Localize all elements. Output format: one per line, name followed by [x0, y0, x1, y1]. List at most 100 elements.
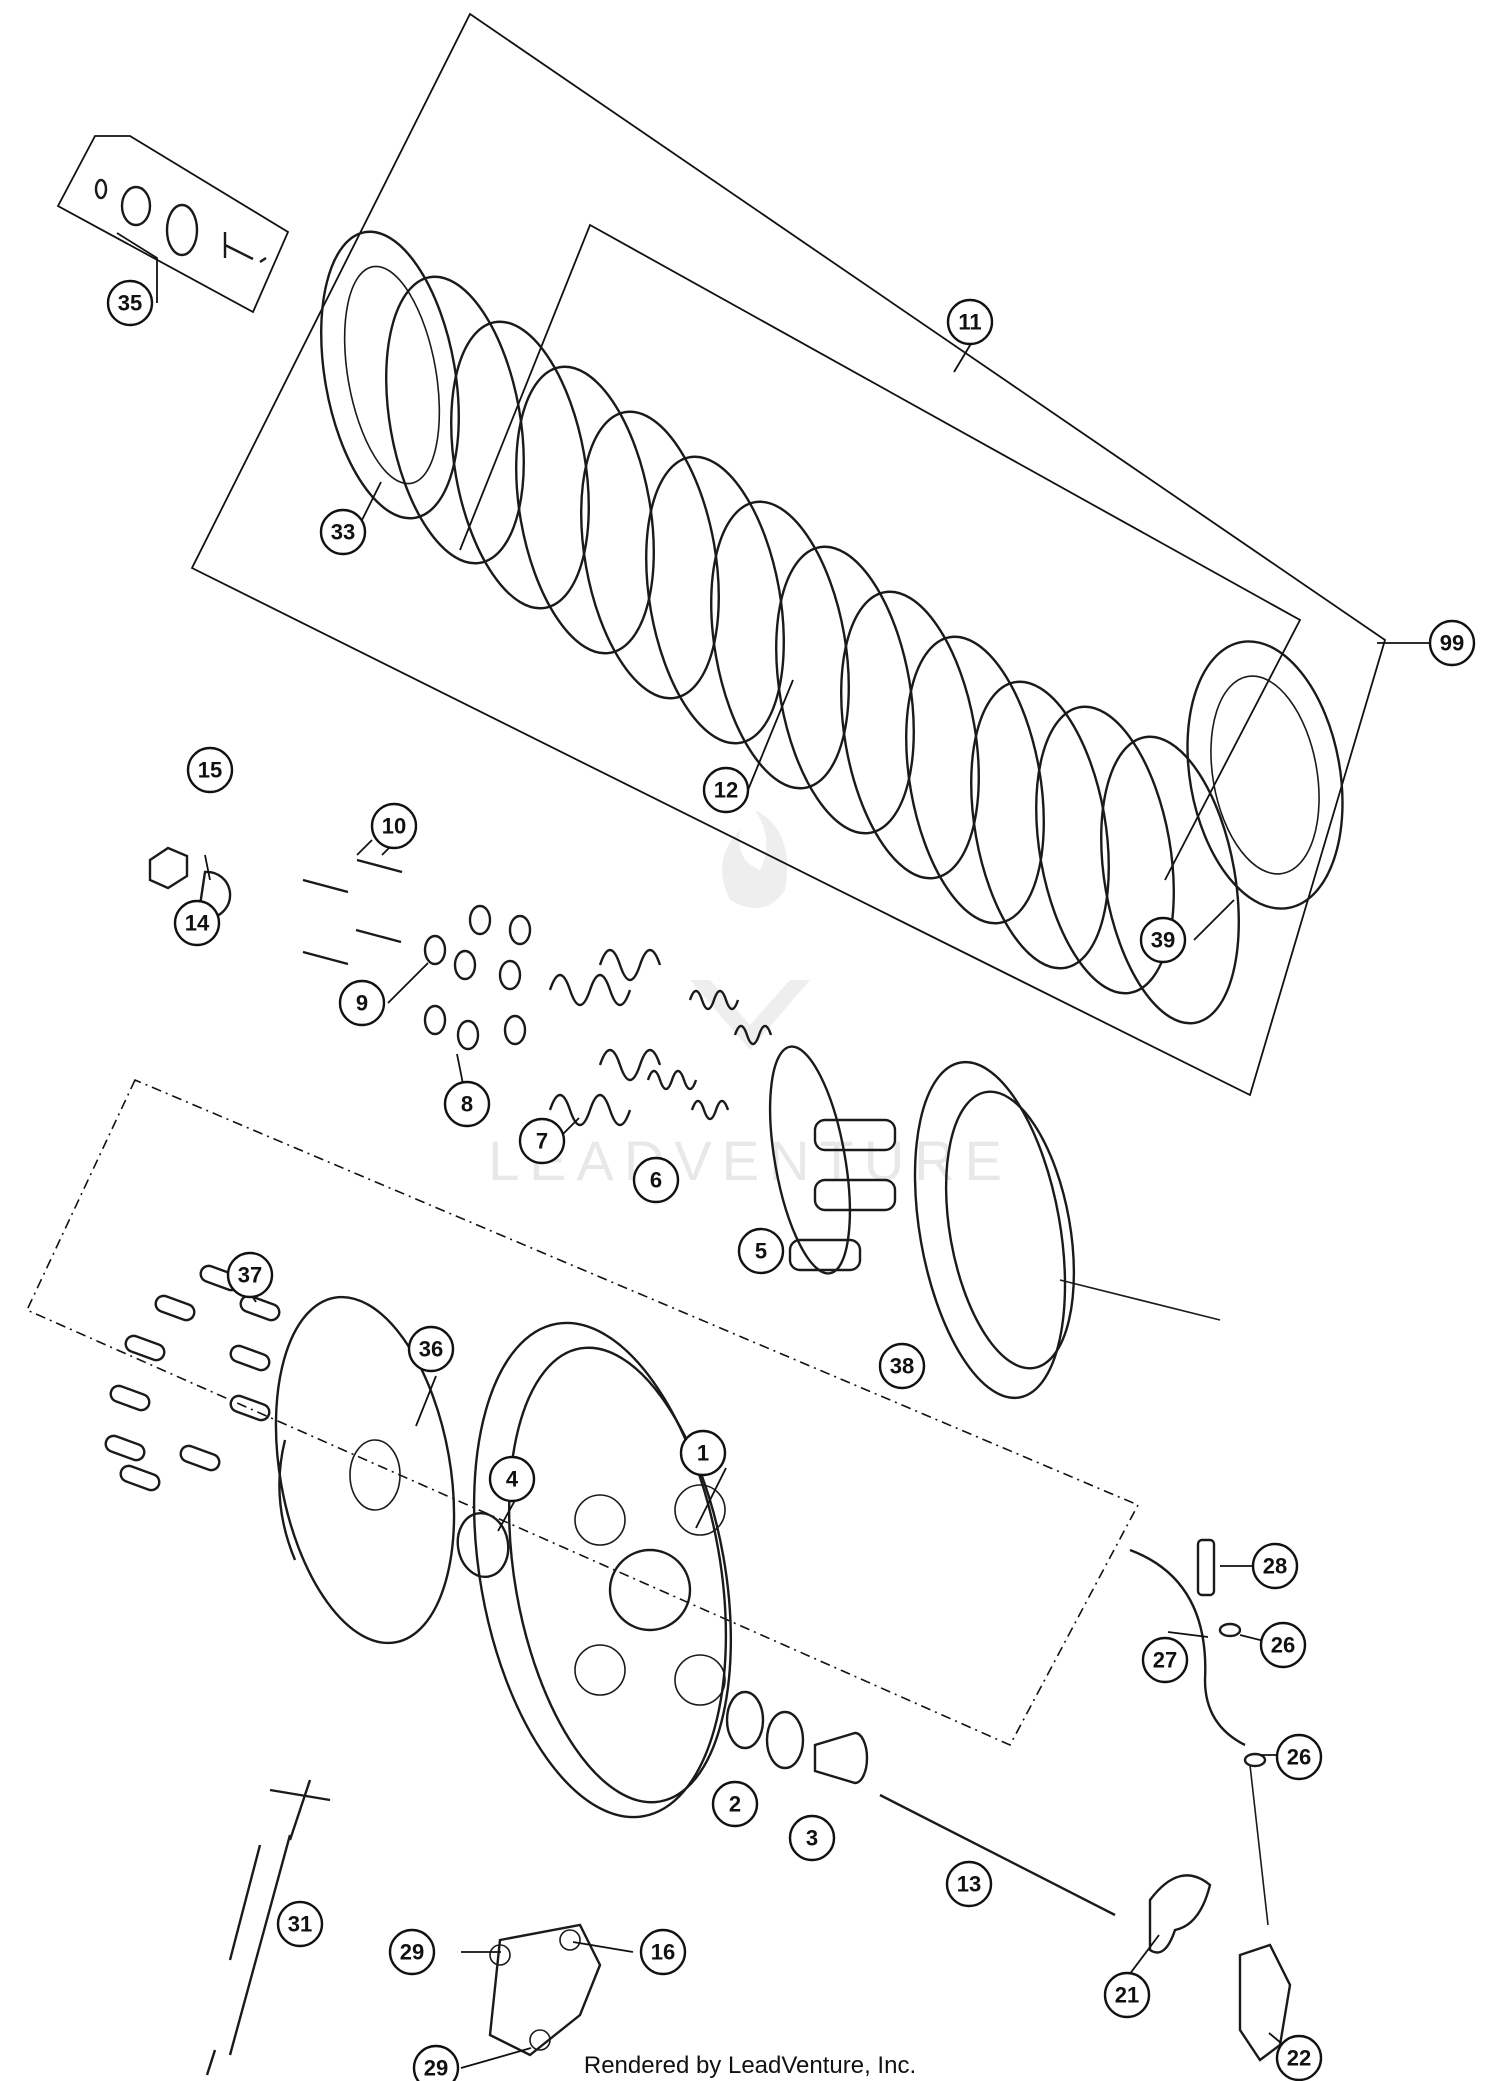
callout-8: 8 [443, 1080, 491, 1128]
hose-27 [1129, 1548, 1246, 1747]
svg-text:31: 31 [288, 1912, 312, 1937]
callout-10: 10 [370, 802, 418, 850]
svg-text:29: 29 [400, 1940, 424, 1965]
callout-29-top: 29 [388, 1928, 436, 1976]
plate-12 [1035, 705, 1175, 995]
callout-26-top: 26 [1259, 1621, 1307, 1669]
bleed-syringe-31 [205, 1779, 331, 2076]
frame-11 [459, 223, 1302, 881]
hardware-35 [94, 178, 267, 263]
push-rod-13 [879, 1793, 1116, 1917]
callout-14: 14 [173, 899, 221, 947]
callout-13: 13 [945, 1860, 993, 1908]
sleeve-3 [813, 1731, 869, 1785]
callout-33: 33 [319, 508, 367, 556]
callout-38: 38 [878, 1342, 926, 1390]
watermark: LEADVENTURE [488, 810, 1012, 1192]
svg-text:1: 1 [697, 1441, 709, 1466]
plate-5 [580, 410, 720, 700]
group-frames [25, 12, 1387, 1747]
callout-27: 27 [1141, 1636, 1189, 1684]
callout-2: 2 [711, 1780, 759, 1828]
washers-8-9 [423, 904, 532, 1051]
plate-4 [515, 365, 655, 655]
callout-35: 35 [106, 279, 154, 327]
washer-26-bottom [1243, 1752, 1267, 1768]
svg-text:13: 13 [957, 1872, 981, 1897]
svg-text:9: 9 [356, 991, 368, 1016]
pin [223, 232, 267, 263]
svg-text:6: 6 [650, 1168, 662, 1193]
svg-text:16: 16 [651, 1940, 675, 1965]
svg-text:4: 4 [506, 1467, 519, 1492]
callout-3: 3 [788, 1814, 836, 1862]
callout-12: 12 [702, 766, 750, 814]
callout-36: 36 [407, 1325, 455, 1373]
svg-text:12: 12 [714, 778, 738, 803]
frame-36-38 [25, 1078, 1140, 1747]
callout-26-bottom: 26 [1275, 1733, 1323, 1781]
gasket-21 [1148, 1874, 1212, 1954]
callout-6: 6 [632, 1156, 680, 1204]
nut-15 [148, 846, 189, 890]
damper-pins-37 [104, 1264, 281, 1492]
springs-6 [646, 989, 773, 1121]
callout-1: 1 [679, 1429, 727, 1477]
svg-text:3: 3 [806, 1826, 818, 1851]
bushing-2a [725, 1690, 765, 1750]
svg-text:22: 22 [1287, 2046, 1311, 2071]
frame-35 [56, 135, 290, 314]
inner-hub-38 [913, 1060, 1221, 1400]
bushing-2b [765, 1710, 805, 1770]
callout-39: 39 [1139, 916, 1187, 964]
callout-15: 15 [186, 746, 234, 794]
callout-37: 37 [226, 1251, 274, 1299]
svg-text:14: 14 [185, 911, 210, 936]
circlip [94, 178, 108, 200]
bleeder-28 [1196, 1538, 1216, 1597]
callout-31: 31 [276, 1900, 324, 1948]
hub-fasteners [148, 846, 532, 1051]
svg-text:37: 37 [238, 1263, 262, 1288]
callout-16: 16 [639, 1928, 687, 1976]
plate-33-inner [343, 265, 441, 485]
plate-8 [775, 545, 915, 835]
callout-22: 22 [1275, 2034, 1323, 2081]
callout-11: 11 [946, 298, 994, 346]
plate-39-inner [1210, 675, 1320, 875]
plate-3 [450, 320, 590, 610]
svg-text:29: 29 [424, 2056, 448, 2081]
washer-26-top [1218, 1622, 1242, 1638]
svg-text:36: 36 [419, 1337, 443, 1362]
lever-bracket [488, 1923, 602, 2057]
plate-6 [645, 455, 785, 745]
svg-text:28: 28 [1263, 1554, 1287, 1579]
hose-line [1249, 1764, 1269, 1926]
clutch-plate-stack [320, 230, 1344, 1025]
callout-9: 9 [338, 979, 386, 1027]
svg-text:11: 11 [958, 310, 981, 335]
callout-7: 7 [518, 1117, 566, 1165]
plate-39 [1186, 640, 1344, 910]
svg-text:33: 33 [331, 520, 355, 545]
svg-text:7: 7 [536, 1129, 548, 1154]
callout-4: 4 [488, 1455, 536, 1503]
outer-hub-36 [274, 1295, 456, 1645]
callout-99: 99 [1428, 619, 1476, 667]
callout-29-bottom: 29 [412, 2044, 460, 2081]
svg-text:35: 35 [118, 291, 142, 316]
svg-text:8: 8 [461, 1092, 473, 1117]
callout-21: 21 [1103, 1971, 1151, 2019]
svg-text:26: 26 [1287, 1745, 1311, 1770]
svg-text:21: 21 [1115, 1983, 1139, 2008]
springs-7 [548, 948, 662, 1127]
plate-9 [840, 590, 980, 880]
washer [120, 185, 152, 227]
svg-text:27: 27 [1153, 1648, 1177, 1673]
callout-5: 5 [737, 1227, 785, 1275]
plate-7 [710, 500, 850, 790]
svg-text:99: 99 [1440, 631, 1464, 656]
plate-13 [1100, 735, 1240, 1025]
watermark-text: LEADVENTURE [488, 1129, 1012, 1192]
